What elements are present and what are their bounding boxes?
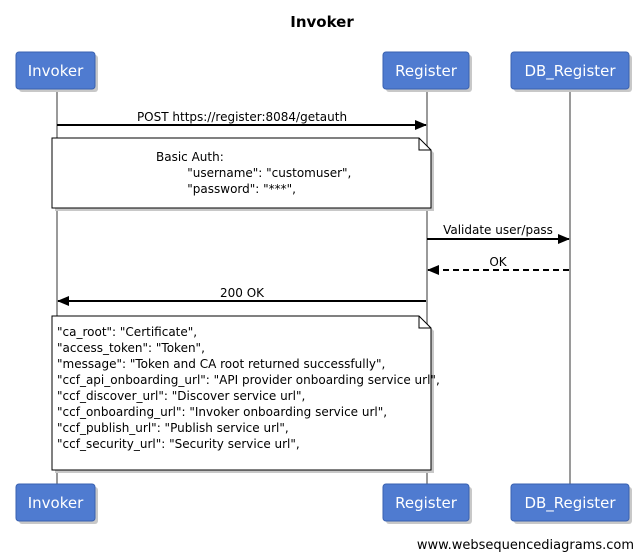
footer-watermark: www.websequencediagrams.com: [417, 538, 634, 553]
note-line: Basic Auth:: [156, 150, 224, 164]
message-label: OK: [489, 255, 507, 269]
actor-register-top[interactable]: Register: [382, 51, 472, 92]
actor-label: Invoker: [28, 62, 84, 80]
note-basic-auth: Basic Auth: "username": "customuser", "p…: [0, 0, 434, 211]
note-text: "ca_root": "Certificate", "access_token"…: [57, 325, 440, 451]
message-validate-user-pass: Validate user/pass: [427, 223, 570, 244]
note-line: "ccf_discover_url": "Discover service ur…: [57, 389, 305, 403]
note-line: "ccf_onboarding_url": "Invoker onboardin…: [57, 405, 387, 419]
actor-label: Register: [395, 62, 458, 80]
actor-invoker-bottom[interactable]: Invoker: [15, 483, 98, 524]
note-line: "ccf_api_onboarding_url": "API provider …: [57, 373, 440, 387]
message-label: Validate user/pass: [443, 223, 553, 237]
actor-label: Register: [395, 494, 458, 512]
note-response-body: "ca_root": "Certificate", "access_token"…: [51, 315, 440, 473]
actor-label: DB_Register: [524, 62, 616, 81]
actor-label: DB_Register: [524, 494, 616, 513]
diagram-title: Invoker: [290, 13, 354, 31]
note-line: "ca_root": "Certificate",: [57, 325, 197, 339]
actor-label: Invoker: [28, 494, 84, 512]
message-200-ok: 200 OK: [57, 286, 426, 306]
actor-db-register-top[interactable]: DB_Register: [510, 51, 632, 92]
note-line: "ccf_publish_url": "Publish service url"…: [57, 421, 289, 435]
note-line: "access_token": "Token",: [57, 341, 205, 355]
note-line: "ccf_security_url": "Security service ur…: [57, 437, 300, 451]
message-label: 200 OK: [220, 286, 265, 300]
actor-invoker-top[interactable]: Invoker: [15, 51, 98, 92]
message-ok: OK: [427, 255, 569, 275]
note-line: "username": "customuser",: [172, 166, 351, 180]
message-label: POST https://register:8084/getauth: [137, 110, 347, 124]
actor-register-bottom[interactable]: Register: [382, 483, 472, 524]
note-line: "message": "Token and CA root returned s…: [57, 357, 385, 371]
note-text: Basic Auth: "username": "customuser", "p…: [0, 0, 378, 196]
message-post-getauth: POST https://register:8084/getauth: [57, 110, 427, 130]
note-line: "password": "***",: [172, 182, 296, 196]
actor-db-register-bottom[interactable]: DB_Register: [510, 483, 632, 524]
